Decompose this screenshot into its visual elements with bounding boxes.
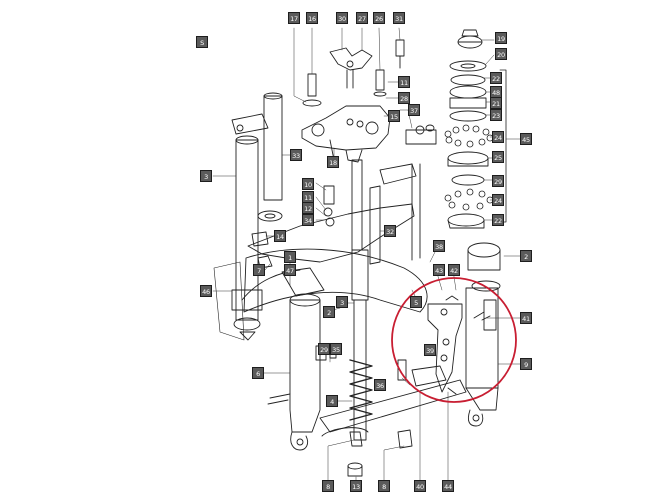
callout: 16 [306,12,318,24]
callout: 29 [492,175,504,187]
steering-stem [351,159,363,251]
callout: 21 [490,97,502,109]
callout: 8 [322,480,334,492]
callout: 15 [388,110,400,122]
callout: 12 [302,202,314,214]
callout: 30 [336,12,348,24]
callout: 34 [302,214,314,226]
callout: 47 [284,264,296,276]
callout: 17 [288,12,300,24]
right-fork-tube [465,287,499,389]
callout: 48 [490,86,502,98]
callout: 24 [492,194,504,206]
callout: 5 [410,296,422,308]
left-fork-slider [289,299,321,433]
callout: 43 [433,264,445,276]
callout: 44 [442,480,454,492]
callout: 31 [393,12,405,24]
figure-ref-label: S [196,36,208,48]
callout: 19 [495,32,507,44]
callout: 18 [327,156,339,168]
callout: 8 [378,480,390,492]
callout: 9 [520,358,532,370]
handlebar-clamp [329,47,373,71]
callout: 24 [492,131,504,143]
callout: 38 [433,240,445,252]
callout: 46 [200,285,212,297]
fork-bracket [427,303,463,393]
ball-bearing-ring-top [444,124,494,148]
callout: 41 [520,312,532,324]
callout: 42 [448,264,460,276]
callout: 33 [290,149,302,161]
callout: 29 [318,343,330,355]
callout: 22 [492,214,504,226]
callout: 45 [520,133,532,145]
spring [349,359,373,421]
callout: 39 [424,344,436,356]
callout: 25 [492,151,504,163]
lower-yoke [247,203,415,263]
callout: 13 [350,480,362,492]
callout: 4 [326,395,338,407]
callout: 10 [302,178,314,190]
ball-bearing-ring-lower [444,188,494,211]
swing-arm [319,379,467,433]
callout: 2 [520,250,532,262]
callout: 26 [373,12,385,24]
callout: 35 [330,343,342,355]
left-upper-tube [263,95,283,201]
callout: 37 [408,104,420,116]
callout: 1 [284,251,296,263]
callout: 2 [323,306,335,318]
callout: 6 [252,367,264,379]
callout: 14 [274,230,286,242]
callout: 11 [398,76,410,88]
callout: 22 [490,72,502,84]
top-yoke [301,105,391,151]
callout: 7 [253,264,265,276]
callout: 3 [336,296,348,308]
callout: 20 [495,48,507,60]
callout: 32 [384,225,396,237]
callout: 27 [356,12,368,24]
highlight-circle [391,277,517,403]
callout: 23 [490,109,502,121]
callout: 28 [398,92,410,104]
callout: 36 [374,379,386,391]
callout: 3 [200,170,212,182]
callout: 40 [414,480,426,492]
